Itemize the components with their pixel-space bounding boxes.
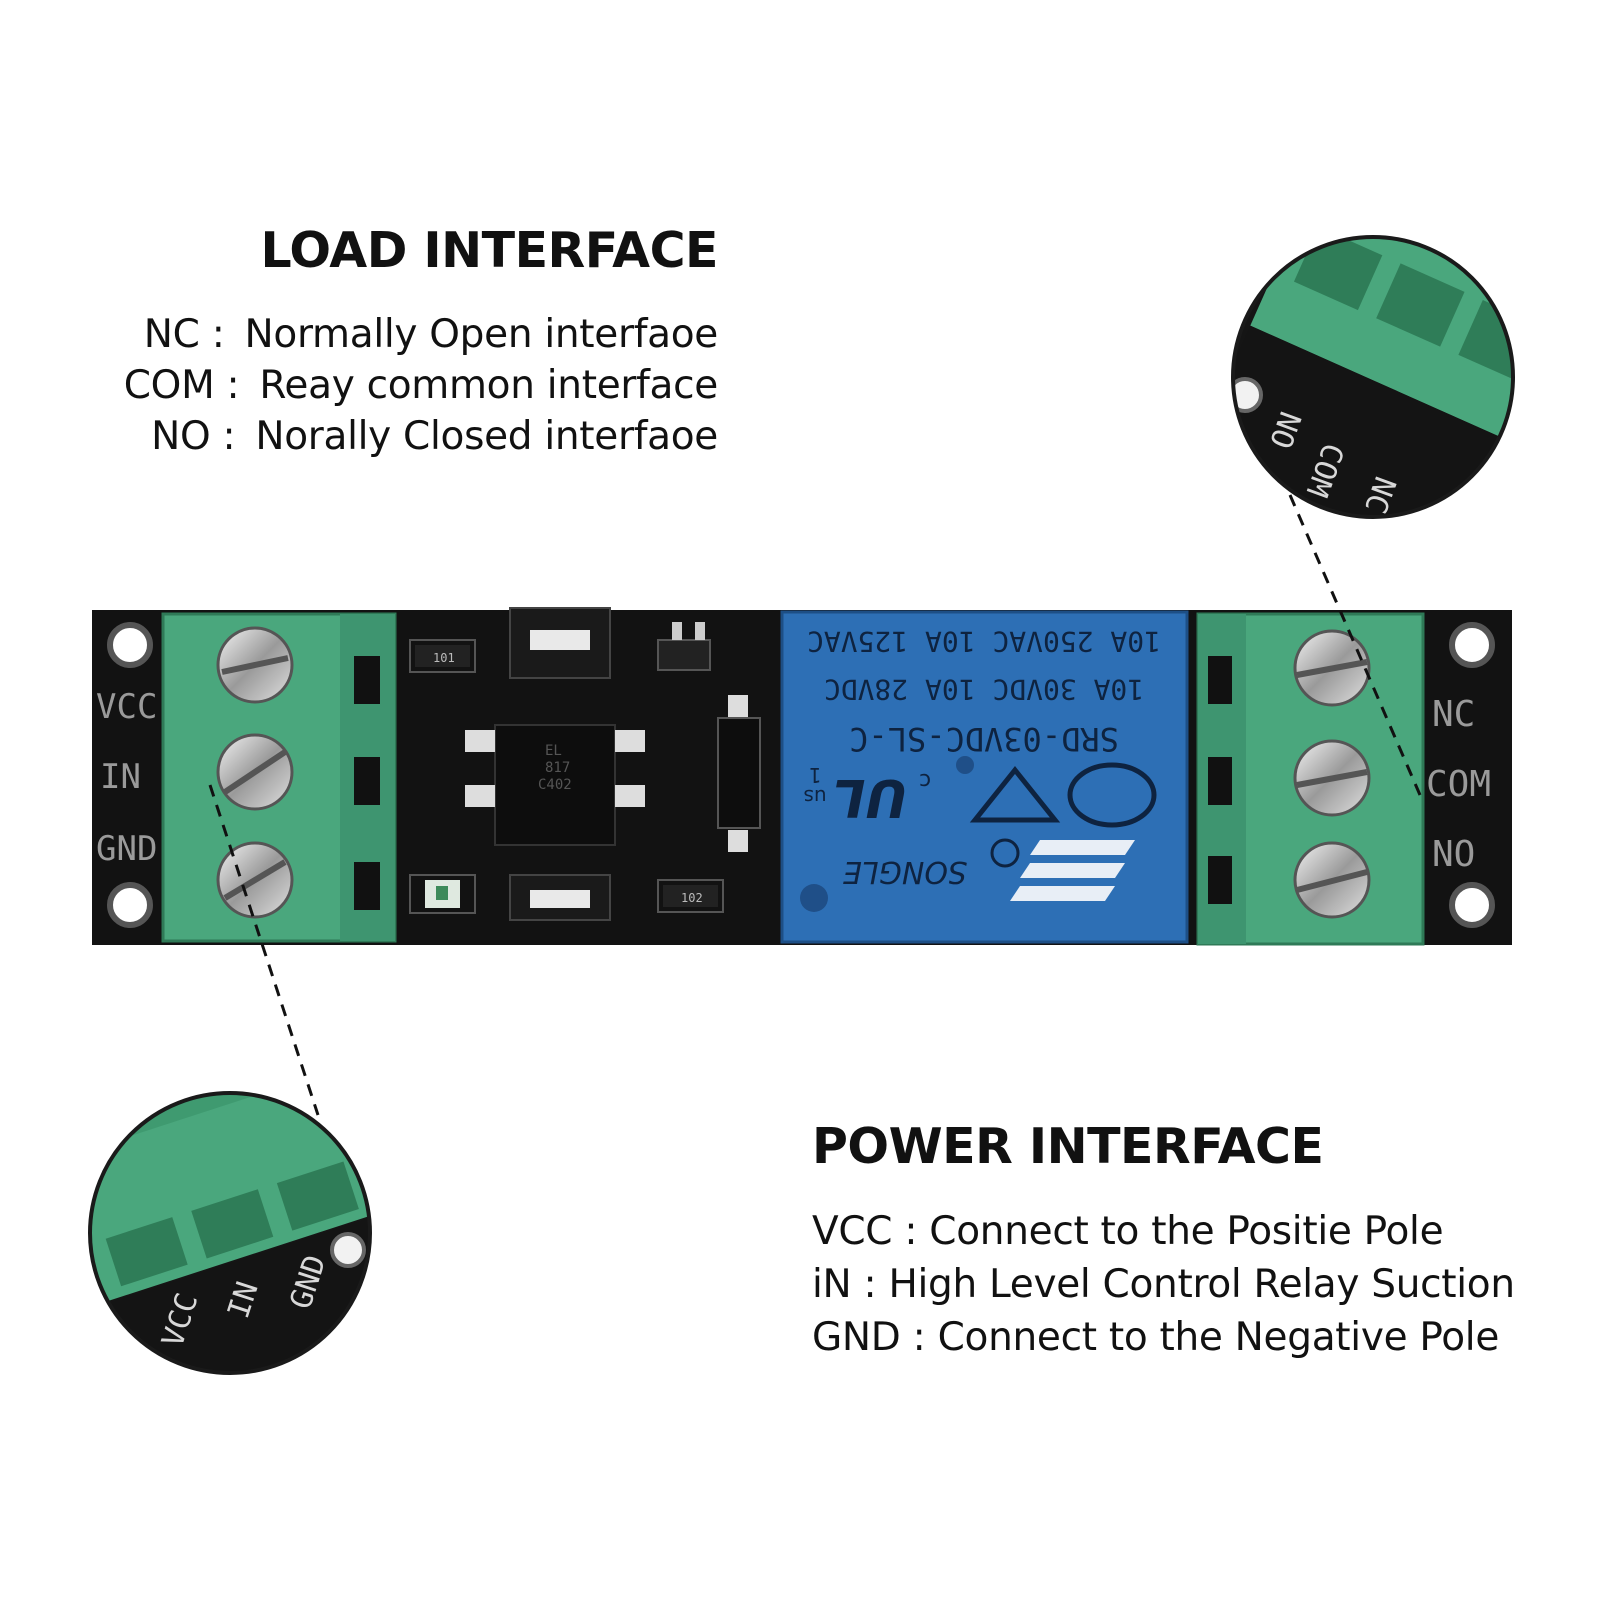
relay-dot: [800, 884, 828, 912]
load-item-desc: Norally Closed interfaoe: [255, 414, 718, 459]
cert-label: 1: [809, 763, 822, 787]
zoom-circle-load: NO COM NC: [1231, 235, 1515, 519]
relay-rating-text: 10A 250VAC 10A 125VAC: [807, 625, 1161, 658]
power-interface-heading: POWER INTERFACE: [812, 1118, 1324, 1175]
warning-triangle-icon: [969, 765, 1061, 823]
power-item-desc: Connect to the Negative Pole: [937, 1315, 1500, 1360]
load-item-desc: Reay common interface: [259, 363, 718, 408]
board-pin-label-in: IN: [100, 757, 141, 797]
chip-marking: EL: [545, 743, 562, 759]
dashed-leader-line: [208, 784, 320, 1116]
relay-brand: SONGLE: [843, 854, 967, 889]
relay-rating-text: 10A 30VDC 10A 28VDC: [824, 673, 1144, 706]
resistor-code: 101: [433, 651, 455, 665]
load-item-nc: NC : Normally Open interfaoe: [124, 309, 719, 360]
transistor-top: [657, 622, 711, 671]
cert-label: us: [803, 785, 826, 809]
cqc-logo-icon: [1067, 762, 1157, 828]
mount-hole-bl: [107, 882, 153, 928]
load-interface-block: LOAD INTERFACE NC : Normally Open interfa…: [123, 222, 719, 462]
brand-logo-icon: [1010, 840, 1135, 901]
resistor-code: 102: [681, 891, 703, 905]
smd-resistor-102: 102: [657, 879, 724, 913]
load-interface-heading: LOAD INTERFACE: [260, 222, 718, 279]
relay-model-text: SRD-03VDC-SL-C: [849, 720, 1119, 758]
power-item-key: GND :: [812, 1315, 926, 1360]
screw-icon: [216, 841, 294, 919]
screw-icon: [1293, 629, 1371, 707]
mount-hole-br: [1449, 882, 1495, 928]
load-item-no: NO : Norally Closed interfaoe: [124, 411, 718, 462]
power-item-desc: High Level Control Relay Suction: [888, 1262, 1515, 1307]
smd-resistor-101: 101: [409, 639, 476, 673]
board-pin-label-no: NO: [1432, 834, 1475, 875]
svg-text:UL: UL: [832, 767, 907, 827]
load-item-desc: Normally Open interfaoe: [244, 312, 719, 357]
chip-marking: C402: [538, 777, 572, 793]
relay-module: SRD-03VDC-SL-C 10A 30VDC 10A 28VDC 10A 2…: [780, 610, 1189, 944]
load-item-com: COM : Reay common interface: [123, 360, 719, 411]
power-item-key: VCC :: [812, 1209, 918, 1254]
jumper-bottom: [509, 874, 611, 921]
screw-icon: [1293, 841, 1371, 919]
load-item-key: NC :: [143, 312, 225, 357]
zoom-circle-power: VCC IN GND: [88, 1091, 372, 1375]
ul-cert-icon: UL: [832, 767, 907, 827]
mount-hole-tl: [107, 622, 153, 668]
registered-icon: [990, 838, 1020, 868]
board-pin-label-gnd: GND: [96, 829, 157, 869]
screw-icon: [216, 733, 294, 811]
board-pin-label-nc: NC: [1432, 694, 1475, 735]
load-item-key: NO :: [151, 414, 236, 459]
board-pin-label-vcc: VCC: [96, 687, 157, 727]
power-item-vcc: VCC : Connect to the Positie Pole: [812, 1205, 1515, 1258]
power-item-key: iN :: [812, 1262, 877, 1307]
chip-marking: 817: [545, 760, 570, 776]
power-item-in: iN : High Level Control Relay Suction: [812, 1258, 1515, 1311]
load-item-key: COM :: [123, 363, 240, 408]
board-pin-label-com: COM: [1426, 764, 1491, 805]
screw-icon: [216, 626, 294, 704]
jumper-top: [509, 607, 611, 679]
mount-hole-tr: [1449, 622, 1495, 668]
relay-dot: [956, 756, 974, 774]
optocoupler-chip: EL 817 C402: [465, 724, 645, 846]
led-indicator: [409, 874, 476, 914]
diode-component: [717, 695, 761, 852]
screw-icon: [1293, 739, 1371, 817]
cert-label: c: [919, 768, 931, 793]
power-item-desc: Connect to the Positie Pole: [929, 1209, 1444, 1254]
power-interface-block: POWER INTERFACE VCC : Connect to the Pos…: [812, 1118, 1515, 1364]
power-item-gnd: GND : Connect to the Negative Pole: [812, 1311, 1515, 1364]
